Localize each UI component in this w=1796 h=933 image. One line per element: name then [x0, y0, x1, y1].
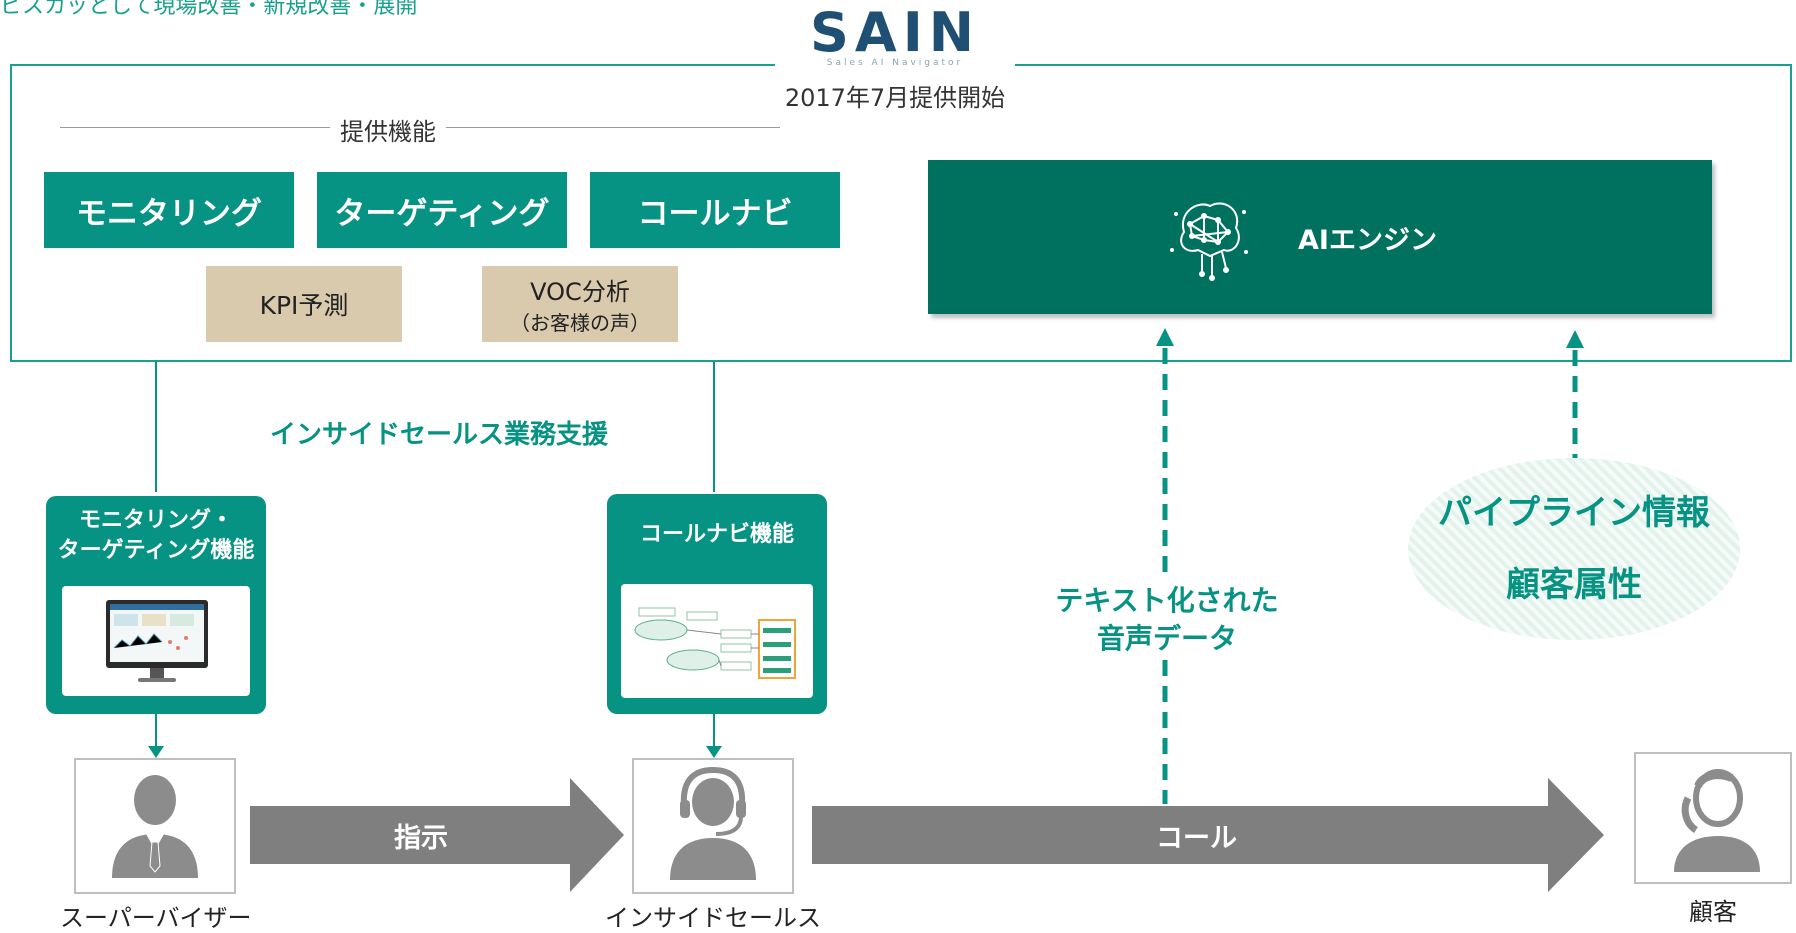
callnavi-card-title: コールナビ機能	[639, 522, 794, 547]
voice-data-line1: テキスト化された	[1055, 584, 1279, 617]
top-caption: ビスカッとして現場改善・新規改善・展開	[0, 0, 418, 19]
feature-callnavi: コールナビ	[590, 172, 840, 248]
supervisor-box	[74, 758, 236, 894]
voc-label: VOC分析	[530, 278, 630, 306]
pipeline-customer-ellipse: パイプライン情報 顧客属性	[1408, 458, 1740, 640]
customer-label: 顧客	[1689, 898, 1737, 926]
connector-right	[713, 362, 715, 492]
logo-mark: SAIN	[810, 1, 980, 64]
supervisor-label: スーパーバイザー	[60, 904, 252, 932]
ai-engine-box: AIエンジン	[928, 160, 1712, 314]
monitoring-targeting-card: モニタリング・ ターゲティング機能	[46, 496, 266, 714]
dashboard-thumbnail	[62, 586, 250, 696]
features-label: 提供機能	[330, 112, 446, 147]
callnavi-card: コールナビ機能	[607, 494, 827, 714]
callnavi-thumbnail	[621, 584, 813, 698]
card-title-line1: モニタリング・	[78, 508, 233, 533]
voice-data-line2: 音声データ	[1096, 622, 1237, 655]
arrow-down-right-icon	[706, 714, 722, 758]
inside-sales-support-text: インサイドセールス業務支援	[270, 420, 609, 450]
card-title-line2: ターゲティング機能	[57, 538, 255, 563]
headset-operator-icon	[670, 766, 756, 880]
pipeline-info-label: パイプライン情報	[1438, 493, 1710, 533]
voice-data-text: テキスト化された 音声データ	[1054, 582, 1280, 658]
sain-logo: SAIN Sales AI Navigator	[775, 6, 1015, 72]
feature-monitoring: モニタリング	[44, 172, 294, 248]
arrow-down-left-icon	[148, 714, 164, 758]
instruction-label: 指示	[394, 823, 448, 854]
brain-network-icon	[1170, 202, 1248, 281]
customer-box	[1634, 752, 1792, 884]
call-label: コール	[1156, 823, 1237, 854]
instruction-arrow	[250, 778, 624, 892]
voice-data-arrow	[1156, 328, 1174, 804]
feature-targeting: ターゲティング	[317, 172, 567, 248]
ai-engine-label: AIエンジン	[1298, 224, 1437, 256]
voc-sublabel: （お客様の声）	[510, 311, 650, 335]
customer-phone-icon	[1674, 769, 1760, 872]
logo-subtitle: Sales AI Navigator	[826, 58, 964, 68]
kpi-forecast-label: KPI予測	[259, 291, 349, 320]
customer-attributes-label: 顧客属性	[1506, 565, 1642, 605]
flowchart-thumbnail-icon	[634, 607, 796, 679]
kpi-forecast-box: KPI予測	[206, 266, 402, 342]
businessman-icon	[112, 775, 198, 878]
voc-analysis-box: VOC分析 （お客様の声）	[482, 266, 678, 342]
start-date-text: 2017年7月提供開始	[784, 84, 1006, 112]
connector-left	[155, 362, 157, 492]
call-arrow	[812, 778, 1604, 892]
monitor-icon	[106, 600, 208, 682]
pipeline-arrow	[1566, 330, 1584, 458]
inside-sales-label: インサイドセールス	[605, 904, 821, 932]
inside-sales-box	[632, 758, 794, 894]
